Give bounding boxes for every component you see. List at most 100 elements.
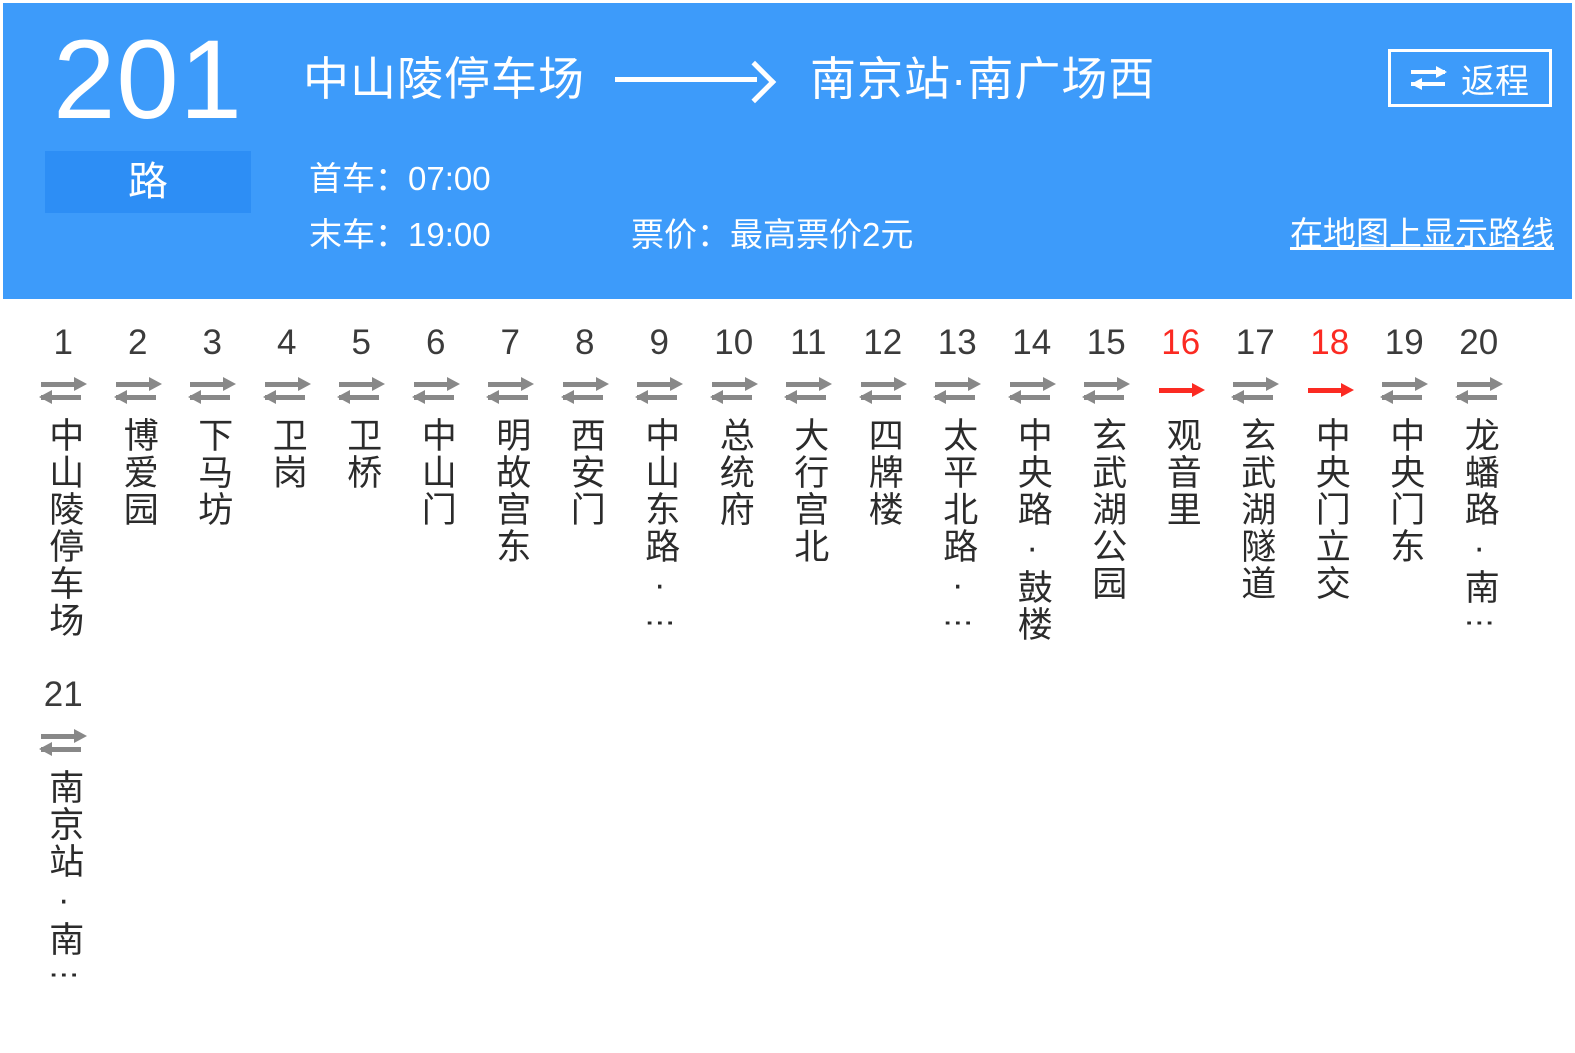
station-name: 中央路·鼓楼 xyxy=(1012,417,1052,643)
station-index: 11 xyxy=(790,323,827,362)
two-way-arrow-icon xyxy=(411,375,460,409)
station-index: 15 xyxy=(1086,323,1126,362)
one-way-arrow-icon xyxy=(1306,375,1354,409)
station-item[interactable]: 3 下马坊 xyxy=(175,321,250,528)
station-item[interactable]: 11 大行宫北 xyxy=(771,321,846,565)
route-header: 201 路 中山陵停车场 南京站·南广场西 首车：07:00 末车：19:00 … xyxy=(0,0,1575,299)
station-index: 19 xyxy=(1384,323,1424,362)
route-number-block: 201 路 xyxy=(29,21,267,213)
station-index: 12 xyxy=(863,323,903,362)
station-name-truncation-ellipsis: ⋮ xyxy=(941,608,975,638)
station-item[interactable]: 21 南京站·南⋮ xyxy=(26,673,101,990)
station-name: 中央门立交 xyxy=(1310,417,1350,602)
station-index: 20 xyxy=(1459,323,1499,362)
station-name: 中山东路· xyxy=(640,417,680,606)
first-bus-time: 首车：07:00 xyxy=(309,160,491,197)
two-way-arrow-icon xyxy=(262,375,311,409)
station-index: 14 xyxy=(1012,323,1052,362)
station-item[interactable]: 4 卫岗 xyxy=(250,321,325,491)
station-index: 3 xyxy=(202,323,222,362)
station-index: 18 xyxy=(1310,323,1350,362)
station-item[interactable]: 14 中央路·鼓楼 xyxy=(995,321,1070,643)
fare-info: 票价：最高票价2元 xyxy=(631,216,914,253)
two-way-arrow-icon xyxy=(39,727,88,761)
return-trip-button[interactable]: 返程 xyxy=(1388,49,1552,107)
route-number: 201 xyxy=(53,17,243,142)
station-item[interactable]: 16 观音里 xyxy=(1144,321,1219,528)
station-name-truncation-ellipsis: ⋮ xyxy=(643,608,677,638)
station-name: 玄武湖公园 xyxy=(1087,417,1127,602)
station-index: 4 xyxy=(277,323,297,362)
two-way-arrow-icon xyxy=(188,375,237,409)
station-name: 龙蟠路·南 xyxy=(1459,417,1499,606)
station-index: 17 xyxy=(1235,323,1275,362)
station-name: 卫桥 xyxy=(342,417,382,491)
two-way-arrow-icon xyxy=(635,375,684,409)
service-times: 首车：07:00 末车：19:00 xyxy=(309,151,491,263)
station-item[interactable]: 13 太平北路·⋮ xyxy=(920,321,995,638)
two-way-arrow-icon xyxy=(1082,375,1131,409)
two-way-arrow-icon xyxy=(933,375,982,409)
station-index: 7 xyxy=(500,323,520,362)
station-name-truncation-ellipsis: ⋮ xyxy=(47,960,81,990)
route-suffix-badge: 路 xyxy=(45,151,251,213)
station-name: 中山陵停车场 xyxy=(44,417,84,639)
station-item[interactable]: 1 中山陵停车场 xyxy=(26,321,101,639)
station-name: 太平北路· xyxy=(938,417,978,606)
station-name: 中央门东 xyxy=(1385,417,1425,565)
station-item[interactable]: 18 中央门立交 xyxy=(1293,321,1368,602)
station-name: 观音里 xyxy=(1161,417,1201,528)
station-index: 10 xyxy=(714,323,754,362)
return-trip-label: 返程 xyxy=(1461,62,1529,101)
long-right-arrow-icon xyxy=(615,59,780,99)
station-row-2: 21 南京站·南⋮ xyxy=(0,673,1575,990)
two-way-arrow-icon xyxy=(1231,375,1280,409)
show-route-on-map-link[interactable]: 在地图上显示路线 xyxy=(1290,215,1554,252)
two-way-arrow-icon xyxy=(858,375,907,409)
destination-terminal: 南京站·南广场西 xyxy=(810,53,1156,105)
station-name: 博爱园 xyxy=(118,417,158,528)
station-name-truncation-ellipsis: ⋮ xyxy=(1462,608,1496,638)
station-name: 下马坊 xyxy=(193,417,233,528)
station-index: 13 xyxy=(937,323,977,362)
station-item[interactable]: 2 博爱园 xyxy=(101,321,176,528)
two-way-arrow-icon xyxy=(1380,375,1429,409)
station-item[interactable]: 15 玄武湖公园 xyxy=(1069,321,1144,602)
station-name: 总统府 xyxy=(714,417,754,528)
station-item[interactable]: 9 中山东路·⋮ xyxy=(622,321,697,638)
two-way-arrow-icon xyxy=(784,375,833,409)
one-way-arrow-icon xyxy=(1157,375,1205,409)
station-index: 16 xyxy=(1161,323,1201,362)
station-item[interactable]: 20 龙蟠路·南⋮ xyxy=(1442,321,1517,638)
two-way-arrow-icon xyxy=(1007,375,1056,409)
two-way-arrow-icon xyxy=(337,375,386,409)
station-name: 四牌楼 xyxy=(863,417,903,528)
station-item[interactable]: 19 中央门东 xyxy=(1367,321,1442,565)
last-bus-time: 末车：19:00 xyxy=(309,216,491,253)
route-terminals: 中山陵停车场 南京站·南广场西 xyxy=(303,39,1155,119)
two-way-arrow-icon xyxy=(1454,375,1503,409)
station-index: 21 xyxy=(43,675,83,714)
station-index: 2 xyxy=(128,323,148,362)
station-item[interactable]: 8 西安门 xyxy=(548,321,623,528)
swap-icon xyxy=(1411,65,1447,91)
station-index: 8 xyxy=(575,323,595,362)
station-name: 卫岗 xyxy=(267,417,307,491)
station-name: 南京站·南 xyxy=(44,769,84,958)
station-name: 西安门 xyxy=(565,417,605,528)
station-item[interactable]: 10 总统府 xyxy=(697,321,772,528)
two-way-arrow-icon xyxy=(560,375,609,409)
station-index: 1 xyxy=(53,323,73,362)
two-way-arrow-icon xyxy=(113,375,162,409)
station-index: 9 xyxy=(649,323,669,362)
station-item[interactable]: 12 四牌楼 xyxy=(846,321,921,528)
two-way-arrow-icon xyxy=(39,375,88,409)
station-name: 大行宫北 xyxy=(789,417,829,565)
